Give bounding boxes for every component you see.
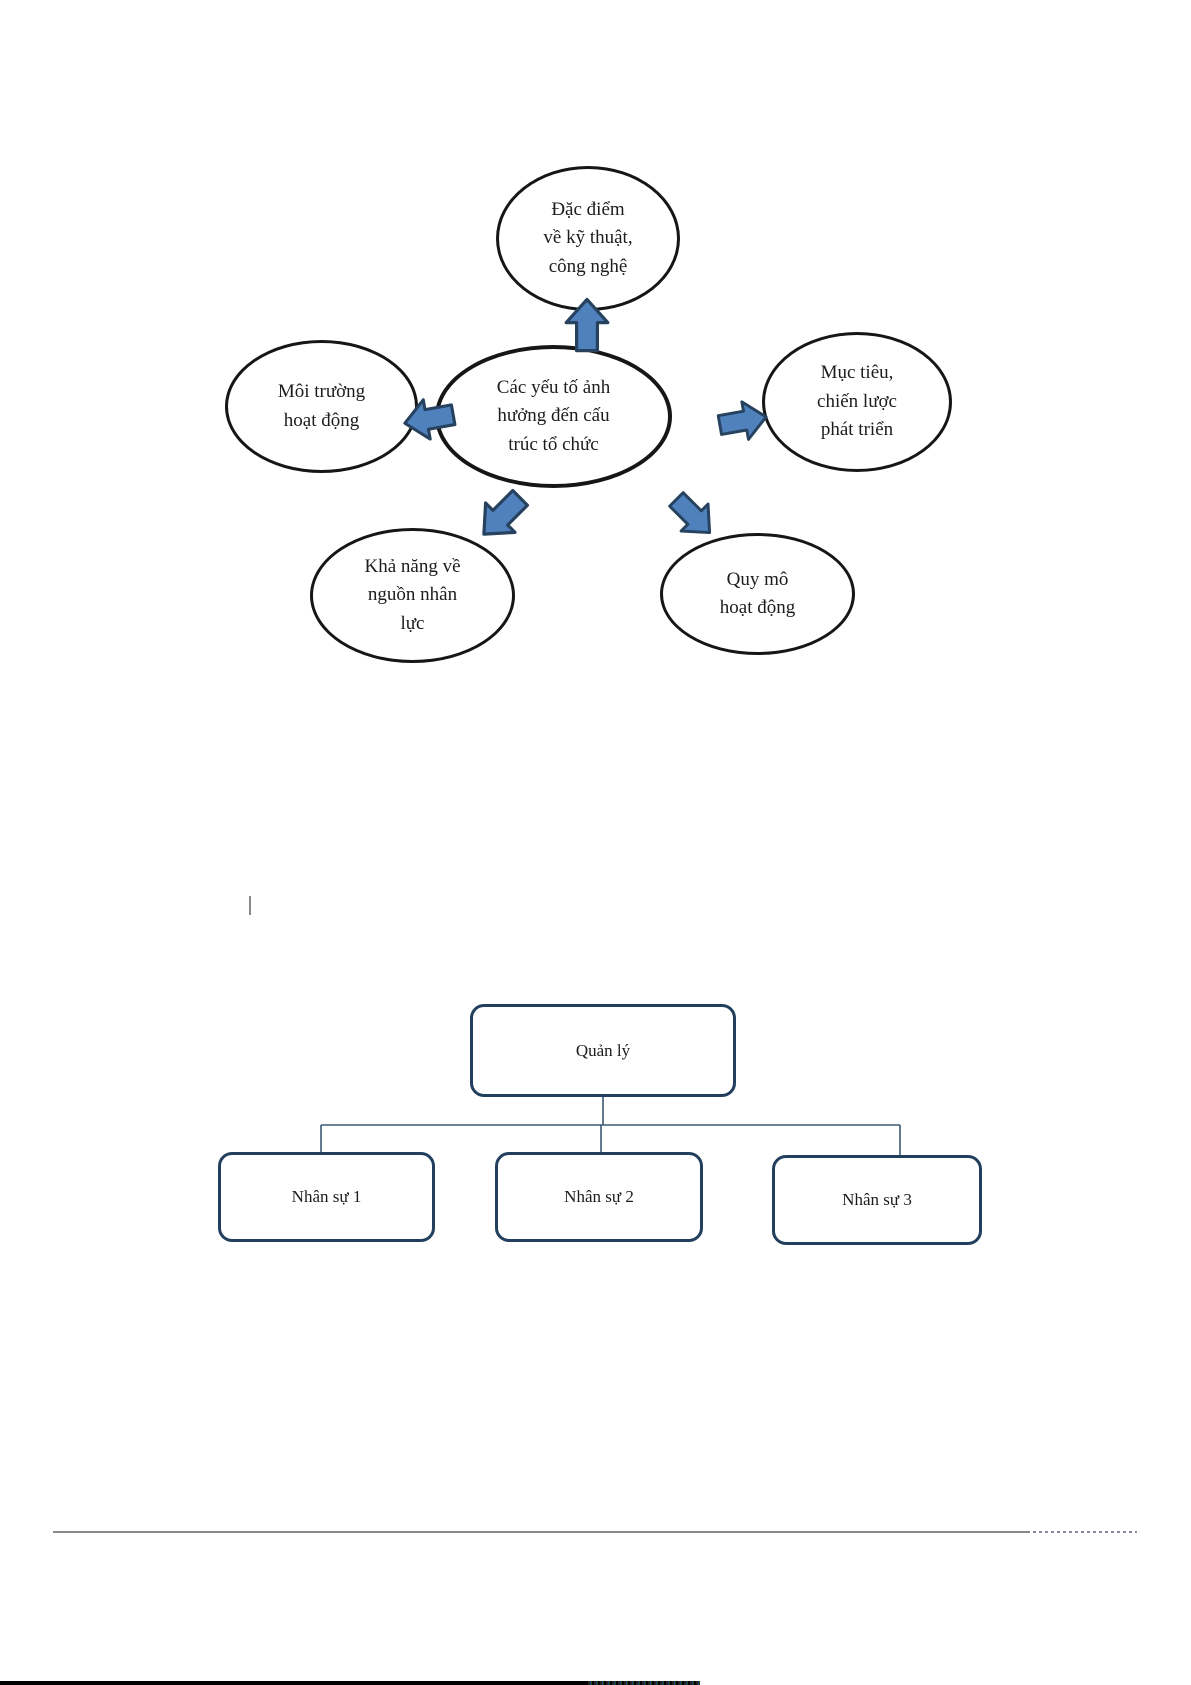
orgchart-connectors [320,1097,901,1156]
mindmap-center-label: Các yếu tố ảnh hưởng đến cấu trúc tổ chứ… [496,376,611,455]
footer-divider-microtext [1033,1531,1137,1533]
bottom-edge-microtext [588,1681,700,1685]
orgchart-child-box-1[interactable]: Nhân sự 1 [218,1152,435,1242]
mindmap-node-bottom-left-label: Khả năng về nguồn nhân lực [364,555,461,634]
mindmap-node-top[interactable]: Đặc điểm về kỹ thuật, công nghệ [496,166,680,311]
mindmap-node-left[interactable]: Môi trường hoạt động [225,340,418,473]
text-caret [249,896,251,915]
mindmap-node-bottom-left[interactable]: Khả năng về nguồn nhân lực [310,528,515,663]
mindmap-node-left-label: Môi trường hoạt động [277,381,366,431]
arrow-left-icon[interactable] [396,391,461,446]
arrow-up-icon[interactable] [563,296,611,354]
mindmap-node-top-label: Đặc điểm về kỹ thuật, công nghệ [543,198,633,277]
footer-divider [53,1531,1030,1533]
orgchart-child-2-label: Nhân sự 2 [564,1187,634,1206]
mindmap-center-node[interactable]: Các yếu tố ảnh hưởng đến cấu trúc tổ chứ… [435,345,672,488]
arrow-down-right-icon[interactable] [659,482,727,550]
arrow-down-left-icon[interactable] [465,479,539,553]
orgchart-child-1-label: Nhân sự 1 [291,1187,362,1206]
orgchart-root-box[interactable]: Quản lý [470,1004,736,1097]
mindmap-node-right-label: Mục tiêu, chiến lược phát triển [817,362,897,441]
mindmap-node-bottom-right[interactable]: Quy mô hoạt động [660,533,855,655]
bottom-edge-bar [0,1681,700,1685]
orgchart-root-label: Quản lý [575,1040,631,1060]
orgchart-child-box-2[interactable]: Nhân sự 2 [495,1152,703,1242]
orgchart-child-3-label: Nhân sự 3 [842,1190,912,1209]
orgchart-child-box-3[interactable]: Nhân sự 3 [772,1155,982,1245]
mindmap-node-right[interactable]: Mục tiêu, chiến lược phát triển [762,332,952,472]
arrow-right-icon[interactable] [714,395,773,447]
mindmap-node-bottom-right-label: Quy mô hoạt động [719,568,796,619]
